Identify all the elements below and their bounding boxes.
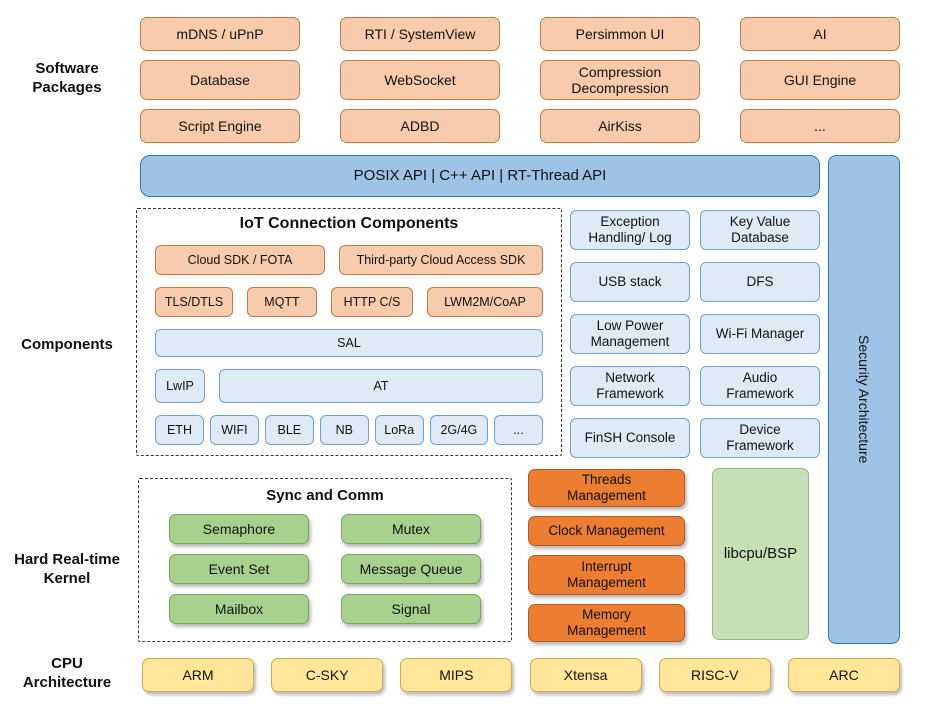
sync-group-title: Sync and Comm: [266, 487, 384, 504]
package-persimmon-ui: Persimmon UI: [540, 17, 700, 51]
semaphore-box: Semaphore: [169, 514, 309, 544]
usb-stack-box: USB stack: [570, 262, 690, 302]
api-bar: POSIX API | C++ API | RT-Thread API: [140, 155, 820, 197]
package-gui-engine: GUI Engine: [740, 60, 900, 100]
package-script-engine: Script Engine: [140, 109, 300, 143]
ble-box: BLE: [264, 415, 314, 445]
cpu-arm-box: ARM: [142, 658, 254, 692]
iot-link-row: ETH WIFI BLE NB LoRa 2G/4G ...: [155, 415, 543, 445]
cpu-arc-box: ARC: [787, 658, 900, 692]
lwm2m-coap-box: LWM2M/CoAP: [427, 287, 543, 317]
mqtt-box: MQTT: [247, 287, 317, 317]
iot-connection-components-group: IoT Connection Components Cloud SDK / FO…: [136, 208, 562, 456]
device-framework-box: Device Framework: [700, 418, 820, 458]
tls-dtls-box: TLS/DTLS: [155, 287, 233, 317]
label-software-packages: Software Packages: [32, 60, 102, 96]
package-mdns-upnp: mDNS / uPnP: [140, 17, 300, 51]
security-architecture-bar: Security Architecture: [828, 155, 900, 644]
message-queue-box: Message Queue: [341, 554, 481, 584]
kernel-management-column: Threads Management Clock Management Inte…: [528, 469, 685, 642]
low-power-management-box: Low Power Management: [570, 314, 690, 354]
component-boxes-grid: Exception Handling/ Log Key Value Databa…: [570, 210, 820, 458]
http-cs-box: HTTP C/S: [331, 287, 413, 317]
exception-handling-log-box: Exception Handling/ Log: [570, 210, 690, 250]
nb-box: NB: [319, 415, 369, 445]
sync-grid: Semaphore Mutex Event Set Message Queue …: [169, 514, 481, 624]
audio-framework-box: Audio Framework: [700, 366, 820, 406]
key-value-database-box: Key Value Database: [700, 210, 820, 250]
label-cpu-architecture: CPU Architecture: [22, 655, 112, 691]
cpu-risc-v-box: RISC-V: [658, 658, 771, 692]
package-airkiss: AirKiss: [540, 109, 700, 143]
cpu-xtensa-box: Xtensa: [529, 658, 642, 692]
label-components: Components: [21, 336, 113, 353]
package-rti-systemview: RTI / SystemView: [340, 17, 500, 51]
eth-box: ETH: [155, 415, 204, 445]
at-bar: AT: [219, 369, 543, 403]
package-websocket: WebSocket: [340, 60, 500, 100]
clock-management-box: Clock Management: [528, 516, 685, 546]
finsh-console-box: FinSH Console: [570, 418, 690, 458]
package-compression-decompression: Compression Decompression: [540, 60, 700, 100]
wifi-box: WIFI: [209, 415, 259, 445]
package-database: Database: [140, 60, 300, 100]
cloud-sdk-fota-box: Cloud SDK / FOTA: [155, 245, 325, 275]
network-framework-box: Network Framework: [570, 366, 690, 406]
iot-cloud-row: Cloud SDK / FOTA Third-party Cloud Acces…: [155, 245, 543, 275]
software-packages-grid: mDNS / uPnP RTI / SystemView Persimmon U…: [140, 17, 900, 143]
iot-stack-row: LwIP AT: [155, 369, 543, 403]
package-more: ...: [740, 109, 900, 143]
box-2g-4g: 2G/4G: [429, 415, 489, 445]
cpu-architecture-row: ARM C-SKY MIPS Xtensa RISC-V ARC: [142, 658, 900, 692]
third-party-cloud-sdk-box: Third-party Cloud Access SDK: [339, 245, 543, 275]
interrupt-management-box: Interrupt Management: [528, 555, 685, 595]
sync-and-comm-group: Sync and Comm Semaphore Mutex Event Set …: [138, 478, 512, 642]
lora-box: LoRa: [374, 415, 424, 445]
mutex-box: Mutex: [341, 514, 481, 544]
libcpu-bsp-box: libcpu/BSP: [712, 468, 809, 640]
sal-bar: SAL: [155, 329, 543, 357]
memory-management-box: Memory Management: [528, 604, 685, 642]
iot-group-title: IoT Connection Components: [239, 215, 459, 232]
lwip-box: LwIP: [155, 369, 205, 403]
dfs-box: DFS: [700, 262, 820, 302]
iot-protocol-row: TLS/DTLS MQTT HTTP C/S LWM2M/CoAP: [155, 287, 543, 317]
threads-management-box: Threads Management: [528, 469, 685, 507]
cpu-c-sky-box: C-SKY: [271, 658, 384, 692]
event-set-box: Event Set: [169, 554, 309, 584]
package-ai: AI: [740, 17, 900, 51]
package-adbd: ADBD: [340, 109, 500, 143]
wifi-manager-box: Wi-Fi Manager: [700, 314, 820, 354]
label-hard-real-time-kernel: Hard Real-time Kernel: [14, 551, 120, 587]
cpu-mips-box: MIPS: [400, 658, 513, 692]
link-more-box: ...: [494, 415, 543, 445]
mailbox-box: Mailbox: [169, 594, 309, 624]
signal-box: Signal: [341, 594, 481, 624]
